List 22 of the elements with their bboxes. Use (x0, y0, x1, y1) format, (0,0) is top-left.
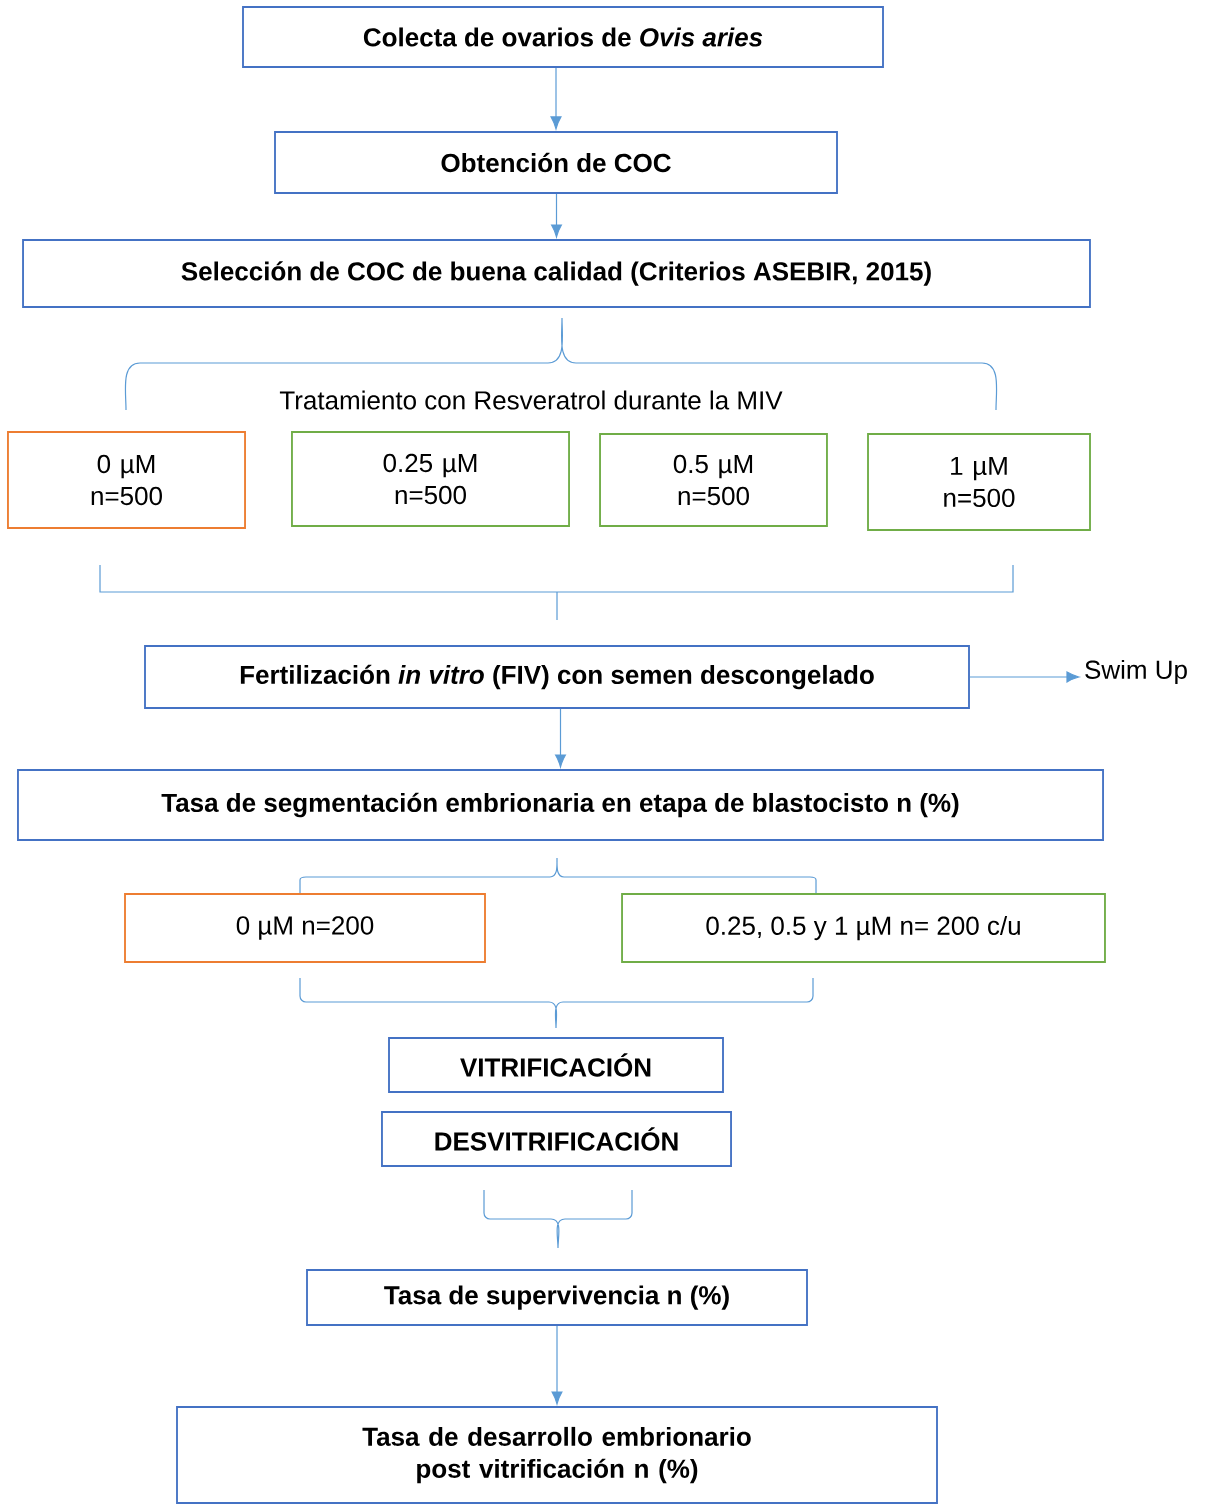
process-box: 0 µM n=200 (124, 893, 486, 963)
arrow (555, 708, 566, 768)
process-box: 0.25, 0.5 y 1 µM n= 200 c/u (621, 893, 1106, 963)
process-box: Colecta de ovarios de Ovis aries (242, 6, 884, 68)
process-box: Tasa de supervivencia n (%) (306, 1269, 808, 1326)
process-box: Fertilización in vitro (FIV) con semen descongelado (144, 645, 970, 709)
process-box: Tasa de segmentación embrionaria en etapa de blastocisto n (%) (17, 769, 1104, 841)
process-box: 0.5 µM n=500 (599, 433, 828, 527)
process-box: DESVITRIFICACIÓN (381, 1111, 732, 1167)
arrow (550, 67, 562, 130)
group-heading: Tratamiento con Resveratrol durante la MIV (279, 390, 783, 410)
process-box: 0.25 µM n=500 (291, 431, 570, 527)
step-label: Swim Up (1085, 659, 1187, 685)
process-box: Tasa de desarrollo embrionario post vitrificación n (%) (176, 1406, 938, 1504)
process-box: 0 µM n=500 (7, 431, 246, 529)
arrow (969, 671, 1080, 683)
process-box: Obtención de COC (274, 131, 838, 194)
arrow (551, 193, 562, 238)
arrow (551, 1325, 563, 1405)
process-box: 1 µM n=500 (867, 433, 1091, 531)
process-box: Selección de COC de buena calidad (Criterios ASEBIR, 2015) (22, 239, 1091, 308)
process-box: VITRIFICACIÓN (388, 1037, 724, 1093)
